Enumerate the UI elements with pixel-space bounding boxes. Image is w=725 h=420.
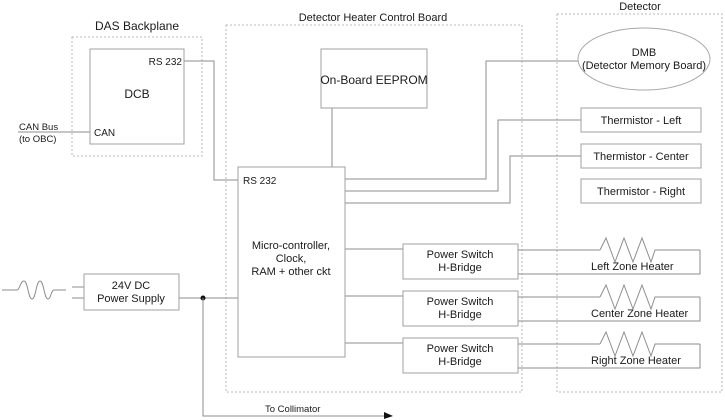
- heater-right-resistor-icon: [599, 330, 700, 358]
- power-switch-left-block: [402, 243, 519, 280]
- dmb-label: DMB: [632, 47, 656, 59]
- arrowhead-right-icon: [384, 412, 393, 419]
- power-switch-center-block: [402, 290, 519, 327]
- heater-center-return-wire: [518, 297, 701, 322]
- dcb-label: DCB: [124, 87, 149, 101]
- dmb-block: [577, 27, 711, 91]
- heater-left-resistor-icon: [599, 236, 700, 264]
- thermistor-right-block: [580, 178, 702, 204]
- sine-wave-icon: [16, 280, 66, 300]
- mcu-label-line2: Clock,: [276, 253, 307, 265]
- das-backplane-title: DAS Backplane: [95, 19, 179, 33]
- mcu-label-line1: Micro-controller,: [252, 240, 330, 252]
- detector-title: Detector: [619, 1, 661, 13]
- eeprom-label: On-Board EEPROM: [320, 73, 427, 87]
- dmb-sublabel: (Detector Memory Board): [582, 60, 706, 72]
- heater-center-label: Center Zone Heater: [591, 308, 689, 320]
- power-supply-block: [83, 273, 180, 311]
- collimator-wire: [202, 298, 384, 417]
- heater-right-label: Right Zone Heater: [591, 355, 681, 367]
- das-backplane-boundary: [71, 36, 203, 157]
- power-switch-right-line1: Power Switch: [427, 343, 494, 355]
- thermistor-center-block: [580, 143, 702, 169]
- eeprom-block: [320, 48, 428, 109]
- thermistor-center-wire: [345, 155, 581, 204]
- mcu-label-line3: RAM + other ckt: [251, 266, 330, 278]
- power-supply-line1: 24V DC: [112, 280, 151, 292]
- detector-boundary: [556, 13, 723, 393]
- heater-board-boundary: [225, 24, 523, 393]
- power-switch-center-line1: Power Switch: [427, 296, 494, 308]
- can-bus-label: CAN Bus: [19, 122, 58, 133]
- collimator-label: To Collimator: [265, 404, 320, 415]
- thermistor-center-label: Thermistor - Center: [593, 151, 689, 163]
- thermistor-left-label: Thermistor - Left: [601, 115, 682, 127]
- power-switch-center-line2: H-Bridge: [438, 309, 481, 321]
- power-switch-left-line2: H-Bridge: [438, 262, 481, 274]
- power-switch-right-line2: H-Bridge: [438, 356, 481, 368]
- mcu-rs232-port: RS 232: [243, 176, 277, 187]
- thermistor-right-label: Thermistor - Right: [597, 186, 685, 198]
- rs232-wire: [184, 60, 238, 181]
- mcu-block: [237, 166, 346, 358]
- thermistor-left-block: [580, 107, 702, 133]
- heater-left-return-wire: [518, 250, 701, 275]
- heater-right-return-wire: [518, 344, 701, 369]
- dcb-block: [89, 48, 185, 145]
- dmb-wire: [345, 60, 578, 180]
- dcb-can-port: CAN: [94, 128, 115, 139]
- thermistor-left-wire: [345, 119, 581, 192]
- heater-center-resistor-icon: [599, 283, 700, 311]
- heater-left-label: Left Zone Heater: [591, 261, 674, 273]
- power-switch-right-block: [402, 337, 519, 374]
- power-switch-left-line1: Power Switch: [427, 249, 494, 261]
- dcb-rs232-port: RS 232: [149, 57, 183, 68]
- heater-board-title: Detector Heater Control Board: [299, 12, 448, 24]
- can-bus-sublabel: (to OBC): [19, 134, 56, 145]
- power-supply-line2: Power Supply: [97, 293, 165, 305]
